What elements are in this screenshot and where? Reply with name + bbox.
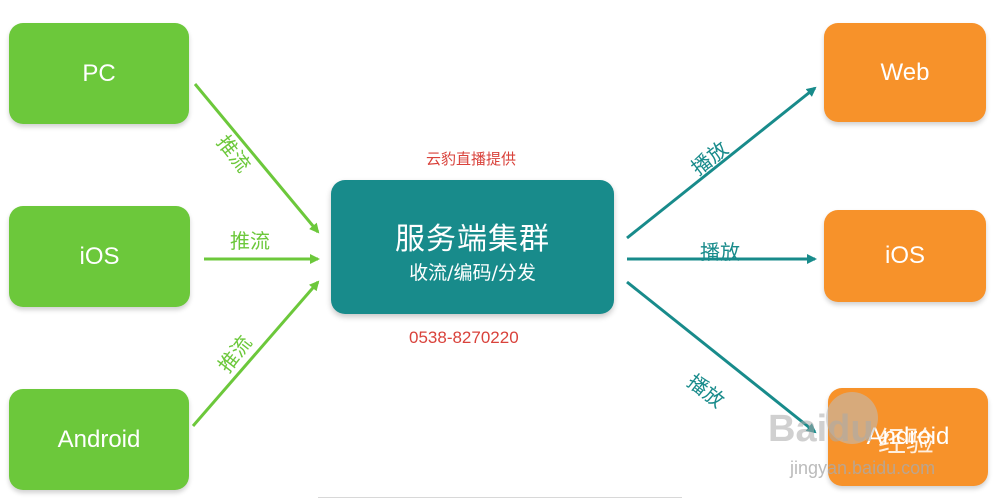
server-cluster-subtitle: 收流/编码/分发 — [409, 262, 536, 284]
source-node-ios: iOS — [9, 206, 190, 307]
source-label-android: Android — [57, 425, 141, 453]
destination-node-ios: iOS — [824, 210, 986, 302]
source-node-pc: PC — [9, 23, 189, 124]
watermark-text: 经验 — [878, 425, 935, 458]
destination-label-android: Android — [866, 423, 950, 450]
watermark-logo: Baidu — [768, 408, 874, 450]
arrow-server-to-android — [626, 280, 817, 434]
server-cluster-title: 服务端集群 — [395, 222, 550, 257]
edge-label-play-ios: 播放 — [700, 240, 740, 264]
arrow-android-to-server — [191, 280, 320, 427]
watermark-url: jingyan.baidu.com — [790, 458, 936, 478]
destination-node-web: Web — [824, 23, 986, 122]
destination-label-web: Web — [880, 58, 930, 86]
server-cluster-node: 服务端集群 收流/编码/分发 — [331, 180, 614, 314]
destination-label-ios: iOS — [884, 242, 925, 269]
arrow-pc-to-server — [193, 83, 320, 234]
bottom-divider — [318, 497, 682, 498]
edge-label-push-ios: 推流 — [230, 229, 270, 253]
phone-number: 0538-8270220 — [409, 328, 519, 347]
source-label-pc: PC — [82, 59, 116, 87]
provider-caption: 云豹直播提供 — [426, 150, 517, 168]
arrow-server-to-web — [626, 86, 817, 240]
baidu-paw-icon — [826, 392, 878, 444]
source-node-android: Android — [9, 389, 189, 490]
source-label-ios: iOS — [79, 242, 120, 270]
